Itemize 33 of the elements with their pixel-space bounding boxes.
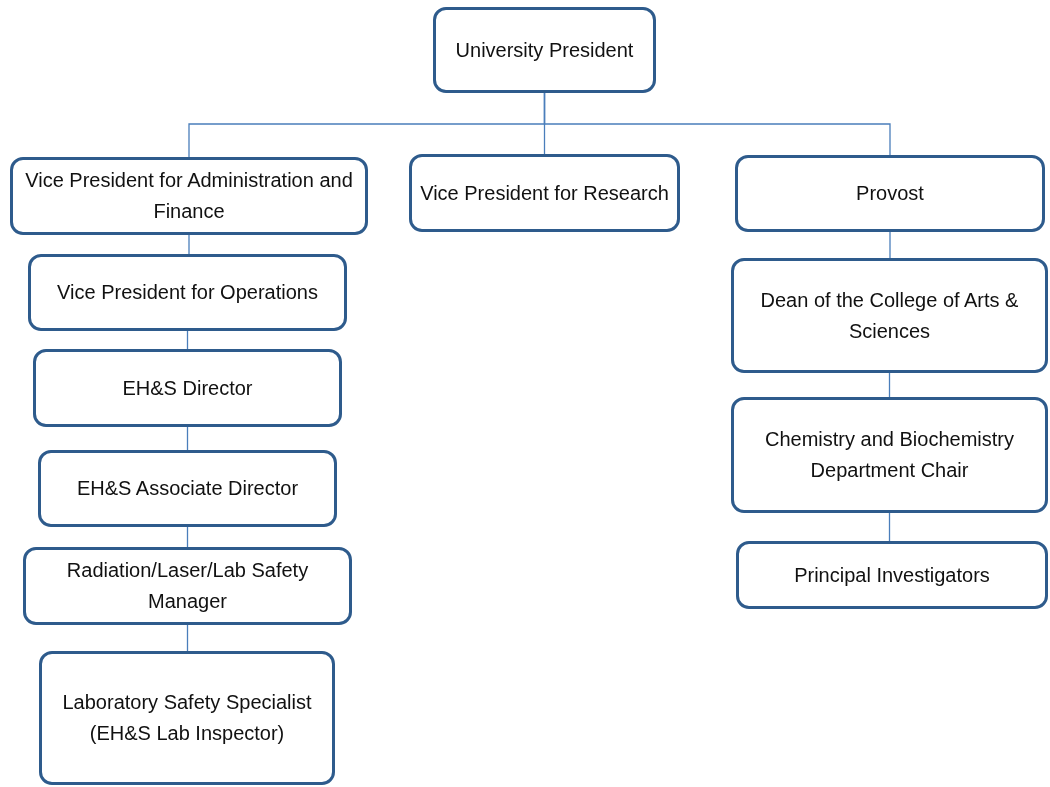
connector-line [186,426,189,451]
org-box [39,651,335,785]
org-box [731,397,1048,513]
role-title: Laboratory Safety Specialist [62,690,312,715]
org-box [409,154,680,232]
org-box [23,547,352,625]
connector-line [888,512,891,542]
role-title: EH&S Director [122,375,253,401]
org-box [38,450,337,527]
role-title: Principal Investigators [794,562,990,588]
role-title: Dean of the College of Arts & Sciences [759,287,1020,344]
role-title: Vice President for Administration and Finance [24,168,354,224]
connector-line [543,92,891,156]
org-box [736,541,1048,609]
connector-line [186,624,189,652]
connector-line [186,526,189,548]
role-title: Vice President for Research [420,180,669,206]
role-title: Chemistry and Biochemistry Department Chair [764,427,1015,483]
connector-line [889,231,891,259]
org-box [433,7,656,93]
role-title: Provost [856,181,924,206]
role-title: Radiation/Laser/Lab Safety Manager [65,558,310,614]
org-box [731,258,1048,373]
org-box [28,254,347,331]
role-title: University President [455,37,634,63]
org-box [33,349,342,427]
connector-line [188,234,190,255]
role-title: (EH&S Lab Inspector) [89,721,285,746]
role-title: EH&S Associate Director [76,476,299,501]
org-box [10,157,368,235]
role-title: Vice President for Operations [57,280,318,305]
org-box [735,155,1045,232]
connector-line [888,372,891,398]
